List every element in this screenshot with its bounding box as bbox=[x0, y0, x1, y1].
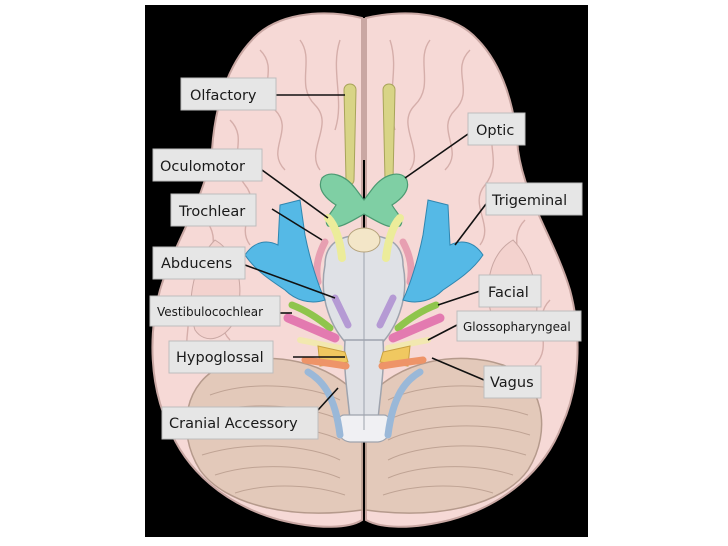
label-trochlear: Trochlear bbox=[170, 193, 257, 227]
label-olfactory: Olfactory bbox=[180, 77, 277, 111]
label-vestibulocochlear-text: Vestibulocochlear bbox=[157, 305, 263, 319]
left-oculomotor-nerve bbox=[324, 214, 346, 262]
label-trochlear-text: Trochlear bbox=[178, 204, 245, 220]
label-hypoglossal-text: Hypoglossal bbox=[176, 350, 264, 366]
label-vagus: Vagus bbox=[483, 365, 542, 399]
right-vestibulocochlear-nerve bbox=[388, 313, 445, 343]
label-abducens-text: Abducens bbox=[161, 256, 232, 272]
left-facial-nerve bbox=[288, 301, 334, 332]
left-vestibulocochlear-nerve bbox=[283, 313, 340, 343]
right-accessory-nerve bbox=[384, 368, 424, 439]
left-trochlear-nerve bbox=[313, 238, 329, 286]
label-trigeminal: Trigeminal bbox=[485, 182, 583, 216]
right-vagus-nerve bbox=[378, 356, 427, 370]
label-oculomotor: Oculomotor bbox=[152, 148, 263, 182]
label-cranial-accessory: Cranial Accessory bbox=[161, 406, 319, 440]
leader-lines bbox=[244, 94, 487, 411]
label-optic-text: Optic bbox=[476, 123, 514, 139]
right-facial-nerve bbox=[394, 301, 440, 332]
pituitary bbox=[347, 227, 381, 253]
label-vestibulocochlear: Vestibulocochlear bbox=[149, 295, 281, 327]
label-facial-text: Facial bbox=[488, 285, 529, 301]
label-trigeminal-text: Trigeminal bbox=[491, 193, 567, 209]
left-trigeminal-nerve bbox=[244, 199, 326, 303]
label-vagus-text: Vagus bbox=[490, 375, 534, 391]
label-glossopharyngeal: Glossopharyngeal bbox=[456, 310, 582, 342]
right-abducens-nerve bbox=[376, 294, 397, 329]
label-optic: Optic bbox=[467, 112, 526, 146]
label-abducens: Abducens bbox=[152, 246, 246, 280]
label-hypoglossal: Hypoglossal bbox=[168, 340, 274, 374]
left-glossopharyngeal-nerve bbox=[297, 337, 343, 351]
right-trigeminal-nerve bbox=[402, 199, 484, 303]
right-trochlear-nerve bbox=[399, 238, 415, 286]
right-oculomotor-nerve bbox=[382, 214, 404, 262]
right-glossopharyngeal-nerve bbox=[385, 337, 431, 351]
label-olfactory-text: Olfactory bbox=[190, 88, 257, 104]
left-abducens-nerve bbox=[331, 294, 352, 329]
left-vagus-nerve bbox=[301, 356, 350, 370]
label-oculomotor-text: Oculomotor bbox=[160, 159, 245, 175]
label-facial: Facial bbox=[478, 274, 542, 308]
label-cranial-accessory-text: Cranial Accessory bbox=[169, 416, 298, 432]
label-glossopharyngeal-text: Glossopharyngeal bbox=[463, 320, 571, 334]
optic-chiasm bbox=[319, 173, 409, 228]
left-accessory-nerve bbox=[304, 368, 344, 439]
